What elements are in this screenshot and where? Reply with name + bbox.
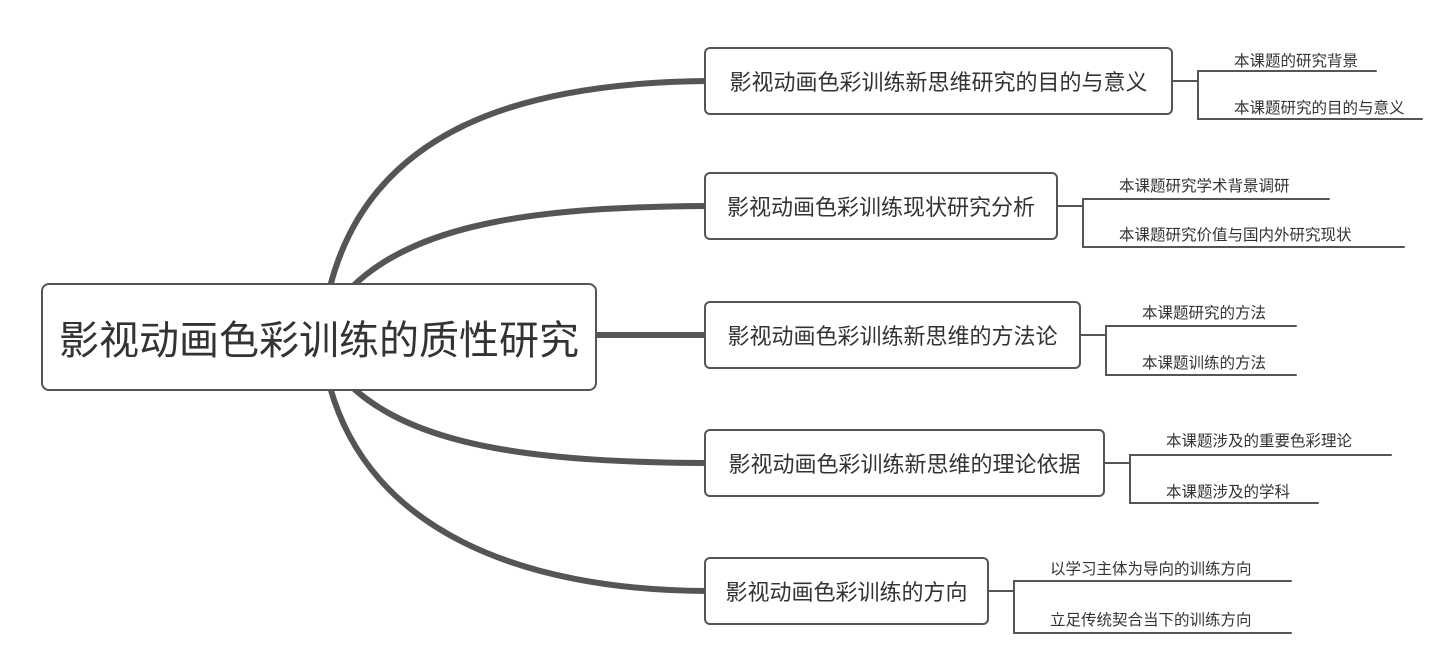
branch-topic-label: 影视动画色彩训练新思维研究的目的与意义 xyxy=(729,71,1148,96)
subtopic-5-1[interactable]: 以学习主体为导向的训练方向 xyxy=(1050,560,1252,578)
subtopic-2-2[interactable]: 本课题研究价值与国内外研究现状 xyxy=(1119,226,1352,244)
branch-topic-label: 影视动画色彩训练新思维的理论依据 xyxy=(728,453,1081,478)
branch-topic-1[interactable]: 影视动画色彩训练新思维研究的目的与意义 xyxy=(704,47,1173,115)
branch-topic-3[interactable]: 影视动画色彩训练新思维的方法论 xyxy=(704,301,1081,369)
connector-root-branch-2 xyxy=(349,203,709,290)
root-topic[interactable]: 影视动画色彩训练的质性研究 xyxy=(41,283,597,391)
branch-topic-label: 影视动画色彩训练现状研究分析 xyxy=(726,196,1035,221)
branch-topic-4[interactable]: 影视动画色彩训练新思维的理论依据 xyxy=(704,429,1105,497)
subtopic-1-2[interactable]: 本课题研究的目的与意义 xyxy=(1234,99,1405,117)
subtopic-1-1[interactable]: 本课题的研究背景 xyxy=(1234,52,1359,70)
connector-branch-4-brackets xyxy=(1129,454,1392,504)
branch-topic-label: 影视动画色彩训练的方向 xyxy=(725,581,968,606)
connector-branch-5-brackets xyxy=(1013,580,1292,634)
root-topic-label: 影视动画色彩训练的质性研究 xyxy=(59,318,579,364)
connector-branch-1-brackets xyxy=(1197,70,1423,120)
subtopic-3-2[interactable]: 本课题训练的方法 xyxy=(1142,354,1267,372)
subtopic-2-1[interactable]: 本课题研究学术背景调研 xyxy=(1119,177,1290,195)
connector-branch-3-brackets xyxy=(1105,325,1297,376)
connector-root-branch-4 xyxy=(349,384,709,466)
connector-root-branch-1 xyxy=(327,78,709,290)
subtopic-4-1[interactable]: 本课题涉及的重要色彩理论 xyxy=(1166,432,1353,450)
subtopic-4-2[interactable]: 本课题涉及的学科 xyxy=(1166,483,1291,501)
subtopic-5-2[interactable]: 立足传统契合当下的训练方向 xyxy=(1050,611,1252,629)
subtopic-3-1[interactable]: 本课题研究的方法 xyxy=(1142,304,1267,322)
branch-topic-2[interactable]: 影视动画色彩训练现状研究分析 xyxy=(704,172,1058,240)
branch-topic-5[interactable]: 影视动画色彩训练的方向 xyxy=(704,557,989,625)
connector-branch-2-brackets xyxy=(1082,198,1405,248)
connector-root-branch-5 xyxy=(327,384,709,594)
branch-topic-label: 影视动画色彩训练新思维的方法论 xyxy=(727,325,1058,350)
